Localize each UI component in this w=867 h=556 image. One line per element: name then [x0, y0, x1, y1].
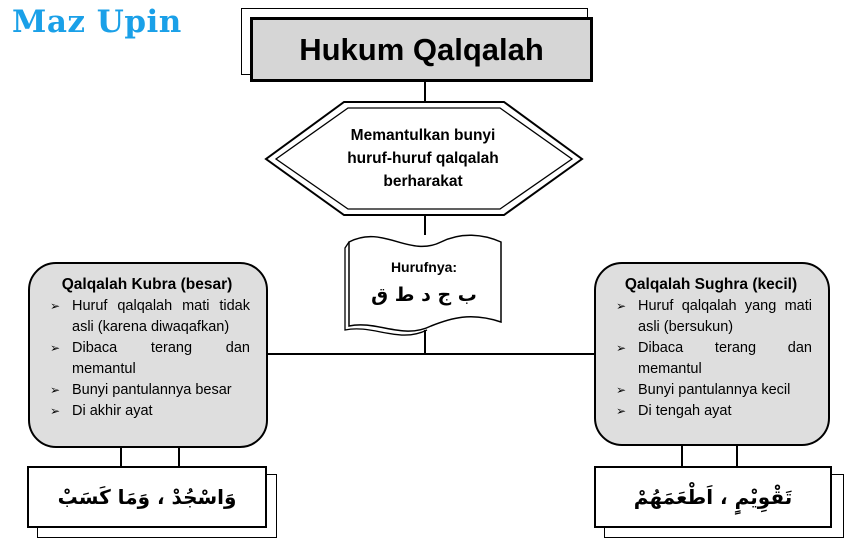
definition-line-3: berharakat [383, 173, 463, 190]
connector-kubra-right [178, 446, 180, 470]
list-item: ➢Bunyi pantulannya besar [50, 380, 250, 401]
connector-sughra-right [736, 444, 738, 470]
sughra-title: Qalqalah Sughra (kecil) [624, 276, 798, 293]
watermark-logo: Maz Upin [12, 4, 182, 40]
arrow-bullet-icon: ➢ [616, 299, 627, 313]
arrow-bullet-icon: ➢ [50, 404, 61, 418]
connector-kubra-left [120, 446, 122, 470]
list-item: ➢Huruf qalqalah mati tidak asli (karena … [50, 298, 250, 335]
list-item: ➢Dibaca terang dan memantul [616, 340, 812, 377]
letters-label: Hurufnya: [390, 259, 458, 275]
connector-horizontal [265, 353, 595, 355]
arrow-bullet-icon: ➢ [616, 383, 627, 397]
connector-hex-flag [424, 215, 426, 235]
kubra-box: Qalqalah Kubra (besar) ➢Huruf qalqalah m… [28, 262, 268, 448]
sughra-example: تَقْوِيْمٍ ، اَطْعَمَهُمْ [594, 466, 832, 528]
arrow-bullet-icon: ➢ [616, 404, 627, 418]
sughra-list: ➢Huruf qalqalah yang mati asli (bersukun… [616, 296, 812, 422]
connector-sughra-left [681, 444, 683, 470]
list-item: ➢Di akhir ayat [50, 401, 250, 422]
arrow-bullet-icon: ➢ [616, 341, 627, 355]
arrow-bullet-icon: ➢ [50, 299, 61, 313]
sughra-box: Qalqalah Sughra (kecil) ➢Huruf qalqalah … [594, 262, 830, 446]
connector-flag-bottom [424, 330, 426, 355]
definition-hexagon [264, 101, 584, 216]
letters-flag [344, 234, 502, 336]
arrow-bullet-icon: ➢ [50, 383, 61, 397]
kubra-title: Qalqalah Kubra (besar) [61, 276, 233, 293]
list-item: ➢Huruf qalqalah yang mati asli (bersukun… [616, 298, 812, 335]
definition-text: Memantulkan bunyi huruf-huruf qalqalah b… [318, 124, 528, 193]
letters-value: ب ج د ط ق [371, 284, 477, 306]
kubra-example: وَاسْجُدْ ، وَمَا كَسَبْ [27, 466, 267, 528]
list-item: ➢Dibaca terang dan memantul [50, 340, 250, 377]
definition-line-1: Memantulkan bunyi [350, 127, 496, 144]
definition-line-2: huruf-huruf qalqalah [347, 150, 499, 167]
connector-title-hex [424, 82, 426, 102]
list-item: ➢Bunyi pantulannya kecil [616, 380, 812, 401]
arrow-bullet-icon: ➢ [50, 341, 61, 355]
list-item: ➢Di tengah ayat [616, 401, 812, 422]
page-title: Hukum Qalqalah [250, 17, 593, 82]
kubra-list: ➢Huruf qalqalah mati tidak asli (karena … [50, 296, 250, 422]
